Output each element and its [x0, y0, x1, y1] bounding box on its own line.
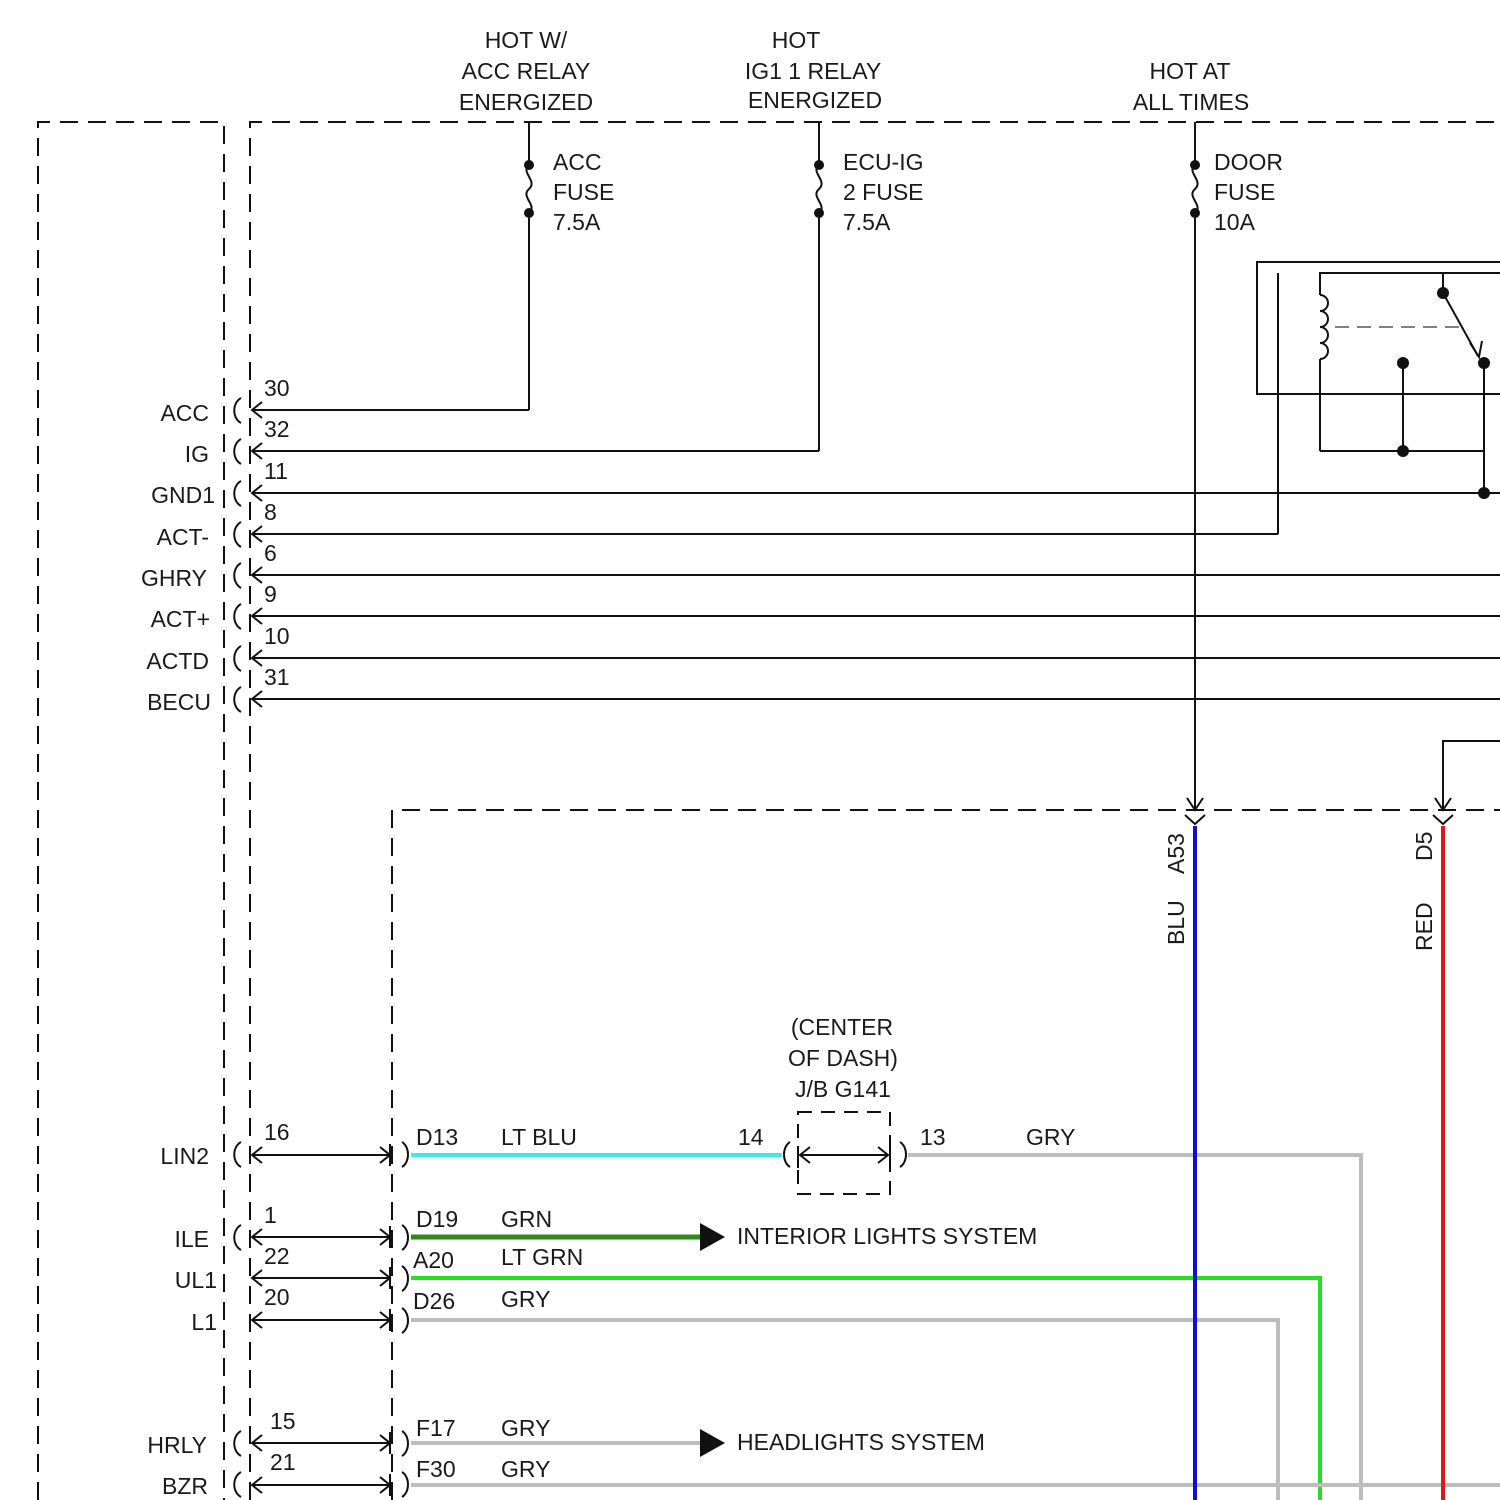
acc-fuse-label-1: ACC: [553, 149, 602, 175]
terminal-name-ile: ILE: [174, 1226, 209, 1252]
acc-source-line-2: ACC RELAY: [462, 58, 591, 84]
lower-terminal-group: LIN2 16 D13 LT BLU ILE 1 D19 GRN UL1 22 …: [147, 826, 1500, 1500]
acc-source-line-1: HOT W/: [485, 27, 568, 53]
connector-d19: D19: [416, 1206, 458, 1232]
ecu-ig-fuse: ECU-IG 2 FUSE 7.5A: [814, 122, 924, 451]
door-fuse-label-1: DOOR: [1214, 149, 1283, 175]
destination-interior-lights: INTERIOR LIGHTS SYSTEM: [737, 1223, 1037, 1249]
destination-headlights: HEADLIGHTS SYSTEM: [737, 1429, 985, 1455]
headlights-arrow: [700, 1429, 725, 1457]
terminal-name-lin2: LIN2: [160, 1143, 209, 1169]
connector-d26: D26: [413, 1288, 455, 1314]
terminal-name-hrly: HRLY: [147, 1432, 207, 1458]
upper-terminal-group: ACC 30 IG 32 GND1 11 ACT- 8 GHRY 6 ACT+ …: [141, 375, 1500, 715]
terminal-name-l1: L1: [191, 1309, 217, 1335]
jb-wire-out: GRY: [1026, 1124, 1075, 1150]
wire-label-lt-grn: LT GRN: [501, 1244, 583, 1270]
batt-source-line-1: HOT AT: [1150, 58, 1231, 84]
ig-fuse-label-1: ECU-IG: [843, 149, 924, 175]
connector-a20: A20: [413, 1247, 454, 1273]
ig-source-line-1: HOT: [772, 27, 821, 53]
jb-pin-in: 14: [738, 1124, 764, 1150]
jb-label-1: (CENTER: [791, 1014, 893, 1040]
ig-source-line-3: ENERGIZED: [748, 87, 882, 113]
terminal-pin-30: 30: [264, 375, 290, 401]
ig-source-line-2: IG1 1 RELAY: [745, 58, 881, 84]
power-source-batt: HOT AT ALL TIMES: [1133, 58, 1249, 115]
terminal-pin-20: 20: [264, 1284, 290, 1310]
terminal-name-act-minus: ACT-: [157, 524, 209, 550]
door-fuse: DOOR FUSE 10A: [1185, 122, 1283, 824]
terminal-pin-8: 8: [264, 499, 277, 525]
wire-label-gry-hrly: GRY: [501, 1415, 550, 1441]
wire-label-grn: GRN: [501, 1206, 552, 1232]
terminal-name-actd: ACTD: [146, 648, 209, 674]
acc-source-line-3: ENERGIZED: [459, 89, 593, 115]
wire-label-lt-blu: LT BLU: [501, 1124, 577, 1150]
wire-label-gry-bzr: GRY: [501, 1456, 550, 1482]
vertical-wire-d5: D5 RED: [1411, 741, 1500, 1500]
terminal-name-act-plus: ACT+: [151, 606, 210, 632]
connector-d13: D13: [416, 1124, 458, 1150]
jb-pin-out: 13: [920, 1124, 946, 1150]
terminal-name-acc: ACC: [160, 400, 209, 426]
acc-fuse: ACC FUSE 7.5A: [524, 122, 614, 410]
wire-color-blu: BLU: [1163, 900, 1189, 945]
left-module-outline: [38, 122, 224, 1500]
jb-label-3: J/B G141: [795, 1076, 891, 1102]
acc-fuse-label-2: FUSE: [553, 179, 614, 205]
terminal-name-becu: BECU: [147, 689, 211, 715]
terminal-pin-32: 32: [264, 416, 290, 442]
terminal-pin-16: 16: [264, 1119, 290, 1145]
terminal-name-bzr: BZR: [162, 1473, 208, 1499]
junction-block-g141: (CENTER OF DASH) J/B G141 14 13 GRY: [738, 1014, 1075, 1194]
terminal-name-ghry: GHRY: [141, 565, 207, 591]
terminal-pin-21: 21: [270, 1449, 296, 1475]
door-fuse-label-3: 10A: [1214, 209, 1256, 235]
connector-d5: D5: [1411, 832, 1437, 861]
terminal-pin-31: 31: [264, 664, 290, 690]
terminal-pin-1: 1: [264, 1202, 277, 1228]
wire-label-gry-l1: GRY: [501, 1286, 550, 1312]
ig-fuse-label-2: 2 FUSE: [843, 179, 924, 205]
door-fuse-label-2: FUSE: [1214, 179, 1275, 205]
terminal-pin-10: 10: [264, 623, 290, 649]
terminal-pin-22: 22: [264, 1243, 290, 1269]
connector-a53: A53: [1163, 833, 1189, 874]
terminal-name-ul1: UL1: [175, 1267, 217, 1293]
ig-fuse-label-3: 7.5A: [843, 209, 891, 235]
interior-lights-arrow: [700, 1223, 725, 1251]
terminal-name-ig: IG: [185, 441, 209, 467]
wire-color-red: RED: [1411, 902, 1437, 951]
connector-f30: F30: [416, 1456, 456, 1482]
terminal-pin-11: 11: [264, 458, 288, 484]
terminal-pin-15: 15: [270, 1408, 296, 1434]
power-source-ig: HOT IG1 1 RELAY ENERGIZED: [745, 27, 882, 113]
vertical-wire-a53: A53 BLU: [1163, 826, 1195, 1500]
terminal-pin-6: 6: [264, 540, 277, 566]
terminal-pin-9: 9: [264, 581, 277, 607]
terminal-name-gnd1: GND1: [151, 482, 215, 508]
batt-source-line-2: ALL TIMES: [1133, 89, 1249, 115]
power-source-acc: HOT W/ ACC RELAY ENERGIZED: [459, 27, 593, 115]
connector-f17: F17: [416, 1415, 456, 1441]
acc-fuse-label-3: 7.5A: [553, 209, 601, 235]
jb-label-2: OF DASH): [788, 1045, 898, 1071]
module-outlines: [38, 122, 1500, 1500]
